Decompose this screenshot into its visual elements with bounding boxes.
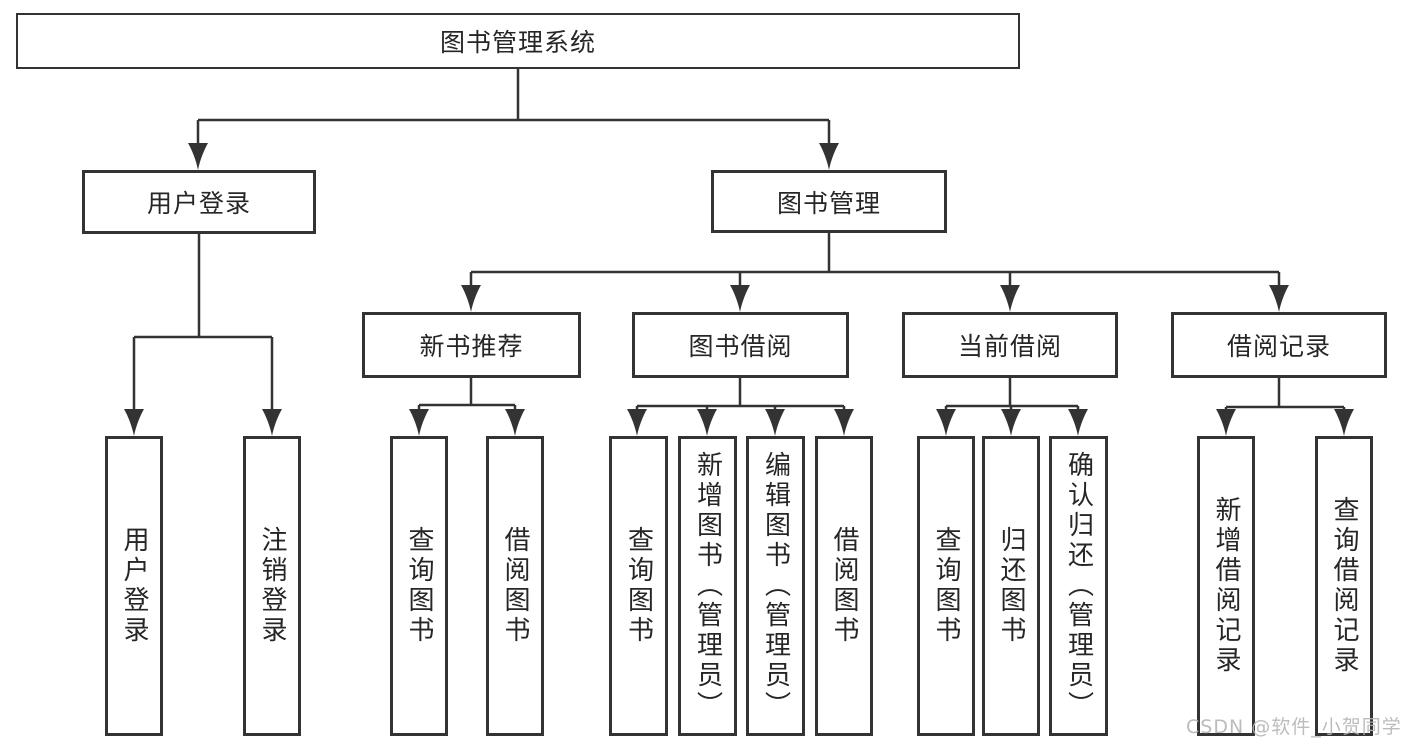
arrow-down-icon [188,143,208,170]
arrow-down-icon [1068,409,1088,436]
watermark-text: CSDN @软件_小贺同学 [1186,716,1402,738]
arrow-down-icon [1000,285,1020,312]
connector-recommendation-split [417,378,517,418]
connector-borrowing-split [635,378,846,418]
arrow-down-icon [1334,409,1354,436]
arrow-down-icon [1216,409,1236,436]
arrow-down-icon [819,143,839,170]
node-book-borrowing: 图书借阅 [632,312,849,378]
node-add-books-admin: 新增图书（管理员） [678,436,737,736]
node-new-book-recommendation: 新书推荐 [362,312,581,378]
connector-root-split [196,69,831,152]
node-query-books-recommendation: 查询图书 [390,436,448,736]
node-user-login: 用户登录 [82,170,316,234]
arrow-down-icon [1001,409,1021,436]
arrow-down-icon [262,409,282,436]
connector-records-split [1224,378,1346,418]
connector-user-login-split [132,234,274,418]
arrow-down-icon [505,409,525,436]
node-user-login-leaf: 用户登录 [105,436,163,736]
arrow-down-icon [765,409,785,436]
node-root-system: 图书管理系统 [16,13,1020,69]
connector-book-management-split [469,233,1281,295]
arrow-down-icon [730,285,750,312]
arrow-down-icon [627,409,647,436]
arrow-down-icon [461,285,481,312]
arrow-down-icon [697,409,717,436]
node-edit-books-admin: 编辑图书（管理员） [746,436,805,736]
node-book-management: 图书管理 [711,170,947,233]
node-current-borrowing: 当前借阅 [902,312,1118,378]
node-query-books-current: 查询图书 [917,436,975,736]
arrow-down-icon [936,409,956,436]
node-borrowing-records: 借阅记录 [1171,312,1387,378]
arrow-down-icon [124,409,144,436]
node-borrow-books: 借阅图书 [815,436,873,736]
node-borrow-books-recommendation: 借阅图书 [486,436,544,736]
arrow-down-icon [834,409,854,436]
arrow-down-icon [409,409,429,436]
arrow-down-icon [1269,285,1289,312]
node-query-books-borrowing: 查询图书 [609,436,668,736]
node-query-borrowing-record: 查询借阅记录 [1315,436,1373,736]
node-logout: 注销登录 [243,436,301,736]
node-confirm-return-admin: 确认归还（管理员） [1049,436,1108,736]
node-return-books: 归还图书 [982,436,1040,736]
node-add-borrowing-record: 新增借阅记录 [1197,436,1255,736]
